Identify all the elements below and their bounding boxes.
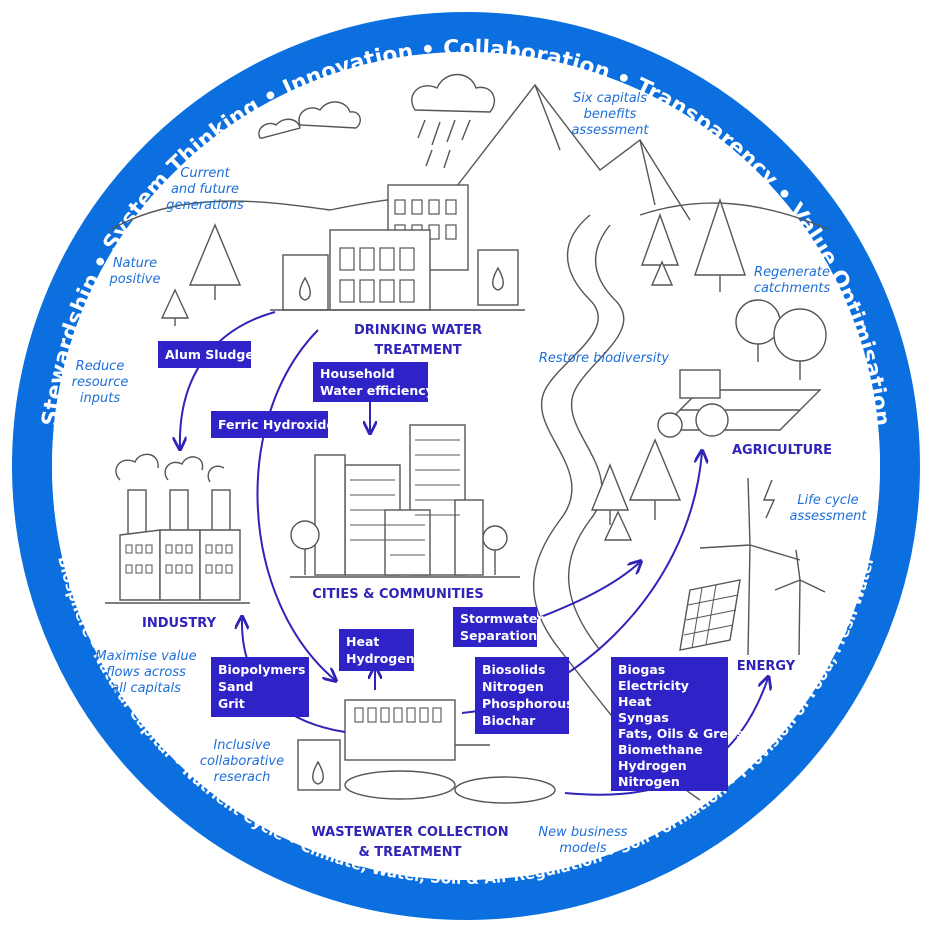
node-drinking-water: DRINKING WATER	[354, 323, 482, 338]
annotation-current-future: Current	[180, 166, 230, 181]
node-cities: CITIES & COMMUNITIES	[312, 587, 483, 602]
annotation-restore-biodiversity: Restore biodiversity	[539, 351, 670, 366]
svg-text:Heat: Heat	[618, 694, 651, 709]
box-biosolids: Biosolids Nitrogen Phosphorous Biochar	[475, 657, 574, 734]
node-agriculture: AGRICULTURE	[732, 443, 832, 458]
annotation-six-capitals: Six capitals	[573, 91, 647, 106]
svg-text:Biomethane: Biomethane	[618, 742, 703, 757]
node-energy: ENERGY	[737, 659, 796, 674]
svg-text:Nitrogen: Nitrogen	[482, 679, 544, 694]
annotations: Current and future generations Six capit…	[72, 91, 868, 856]
box-alum-sludge: Alum Sludge	[158, 341, 254, 368]
svg-text:and future: and future	[171, 182, 239, 197]
svg-text:collaborative: collaborative	[200, 754, 284, 769]
svg-text:flows across: flows across	[106, 665, 186, 680]
box-biopolymers: Biopolymers Sand Grit	[211, 657, 309, 717]
svg-text:Biosolids: Biosolids	[482, 662, 545, 677]
svg-text:benefits: benefits	[584, 107, 637, 122]
svg-text:& TREATMENT: & TREATMENT	[358, 845, 461, 860]
annotation-nature-positive: Nature	[113, 256, 157, 271]
box-household-water: Household Water efficiency	[313, 362, 434, 402]
svg-text:Separation: Separation	[460, 628, 537, 643]
svg-text:assessment: assessment	[571, 123, 649, 138]
svg-text:Household: Household	[320, 366, 395, 381]
svg-text:reserach: reserach	[214, 770, 271, 785]
annotation-new-business: New business	[538, 825, 627, 840]
svg-text:Stormwater: Stormwater	[460, 611, 544, 626]
svg-text:resource: resource	[72, 375, 129, 390]
svg-text:Biogas: Biogas	[618, 662, 665, 677]
svg-text:positive: positive	[109, 272, 161, 287]
svg-text:catchments: catchments	[754, 281, 831, 296]
svg-text:generations: generations	[166, 198, 244, 213]
svg-text:Biochar: Biochar	[482, 713, 536, 728]
svg-text:Biopolymers: Biopolymers	[218, 662, 305, 677]
node-wastewater: WASTEWATER COLLECTION	[311, 825, 508, 840]
annotation-maximise: Maximise value	[95, 649, 196, 664]
landscape-sketch	[105, 73, 831, 804]
outer-ring	[12, 12, 920, 920]
svg-text:assessment: assessment	[789, 509, 867, 524]
svg-text:Heat: Heat	[346, 634, 379, 649]
box-heat-hydrogen: Heat Hydrogen	[339, 629, 415, 671]
annotation-inclusive: Inclusive	[213, 738, 270, 753]
box-ferric-hydroxide: Ferric Hydroxide	[211, 411, 335, 438]
box-biogas: Biogas Electricity Heat Syngas Fats, Oil…	[611, 657, 752, 791]
svg-text:Alum Sludge: Alum Sludge	[165, 347, 254, 362]
svg-text:Water efficiency: Water efficiency	[320, 383, 434, 398]
svg-text:Fats, Oils & Grease: Fats, Oils & Grease	[618, 726, 752, 741]
svg-text:inputs: inputs	[80, 391, 120, 406]
svg-text:Nitrogen: Nitrogen	[618, 774, 680, 789]
node-industry: INDUSTRY	[142, 616, 217, 631]
svg-text:Syngas: Syngas	[618, 710, 669, 725]
annotation-reduce-inputs: Reduce	[76, 359, 125, 374]
node-labels: DRINKING WATER TREATMENT AGRICULTURE IND…	[142, 323, 832, 860]
svg-text:all capitals: all capitals	[111, 681, 181, 696]
box-stormwater: Stormwater Separation	[453, 607, 544, 647]
annotation-life-cycle: Life cycle	[797, 493, 858, 508]
svg-text:models: models	[559, 841, 606, 856]
svg-text:Sand: Sand	[218, 679, 253, 694]
svg-text:Phosphorous: Phosphorous	[482, 696, 574, 711]
svg-text:Electricity: Electricity	[618, 678, 689, 693]
svg-text:Grit: Grit	[218, 696, 245, 711]
svg-text:Hydrogen: Hydrogen	[346, 651, 415, 666]
annotation-regenerate: Regenerate	[754, 265, 830, 280]
svg-text:TREATMENT: TREATMENT	[374, 343, 461, 358]
svg-text:Hydrogen: Hydrogen	[618, 758, 687, 773]
flow-boxes: Alum Sludge Household Water efficiency F…	[158, 341, 752, 791]
svg-text:Ferric Hydroxide: Ferric Hydroxide	[218, 417, 335, 432]
